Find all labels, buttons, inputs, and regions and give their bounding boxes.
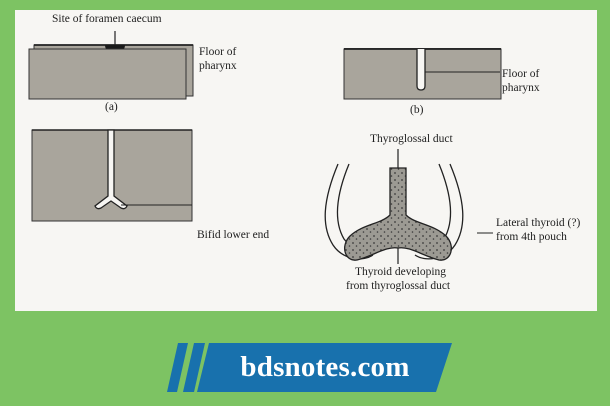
thyroid-gland bbox=[344, 167, 452, 261]
label-floor-pharynx-a-1: Floor of bbox=[199, 46, 237, 58]
label-lateral-thyroid-2: from 4th pouch bbox=[496, 231, 567, 243]
diagram-d bbox=[324, 149, 493, 264]
bifid-duct bbox=[94, 129, 128, 210]
label-lateral-thyroid-1: Lateral thyroid (?) bbox=[496, 217, 581, 229]
label-floor-pharynx-a-2: pharynx bbox=[199, 60, 237, 72]
label-foramen-caecum: Site of foramen caecum bbox=[52, 13, 162, 25]
diagram-b bbox=[343, 48, 502, 100]
figure-panel: Site of foramen caecum Floor of pharynx … bbox=[15, 10, 597, 311]
label-floor-pharynx-b-1: Floor of bbox=[502, 68, 540, 80]
double-slash-stripes-icon bbox=[167, 343, 452, 392]
diagram-c bbox=[31, 129, 193, 222]
site-banner[interactable]: bdsnotes.com bbox=[160, 343, 455, 392]
caption-a: (a) bbox=[105, 101, 118, 113]
label-floor-pharynx-b-2: pharynx bbox=[502, 82, 540, 94]
caption-b: (b) bbox=[410, 104, 424, 116]
label-bifid-lower-end: Bifid lower end bbox=[197, 229, 270, 241]
invagination bbox=[416, 49, 426, 91]
site-name[interactable]: bdsnotes.com bbox=[240, 351, 410, 383]
label-thyroglossal-duct: Thyroglossal duct bbox=[370, 133, 453, 145]
figure-drawing bbox=[28, 31, 502, 264]
label-thyroid-developing-2: from thyroglossal duct bbox=[346, 280, 451, 292]
label-thyroid-developing-1: Thyroid developing bbox=[355, 266, 447, 278]
